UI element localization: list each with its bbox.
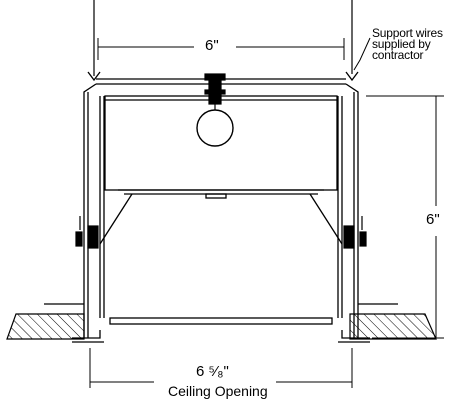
ceiling-left <box>6 313 85 340</box>
support-note-line1: Support wires <box>372 26 443 40</box>
trim-plate <box>109 317 333 325</box>
dimension-height-right: 6" <box>426 211 440 228</box>
housing-frame <box>44 71 398 343</box>
ceiling-sections <box>6 313 437 340</box>
ceiling-opening-label: Ceiling Opening <box>168 383 268 399</box>
ceiling-right <box>349 313 437 340</box>
dimension-lines <box>89 37 444 388</box>
dimension-ceiling-width: 6 ⁵⁄₈" <box>196 363 229 380</box>
support-note-line2: supplied by <box>372 37 431 51</box>
support-wire-note: Support wires supplied by contractor <box>372 26 443 62</box>
lamp-bulb <box>196 109 234 147</box>
side-clips <box>75 216 367 249</box>
top-clamp <box>204 73 226 110</box>
support-wires <box>93 0 353 76</box>
dimension-width-top: 6" <box>205 37 219 54</box>
support-note-line3: contractor <box>372 48 424 62</box>
